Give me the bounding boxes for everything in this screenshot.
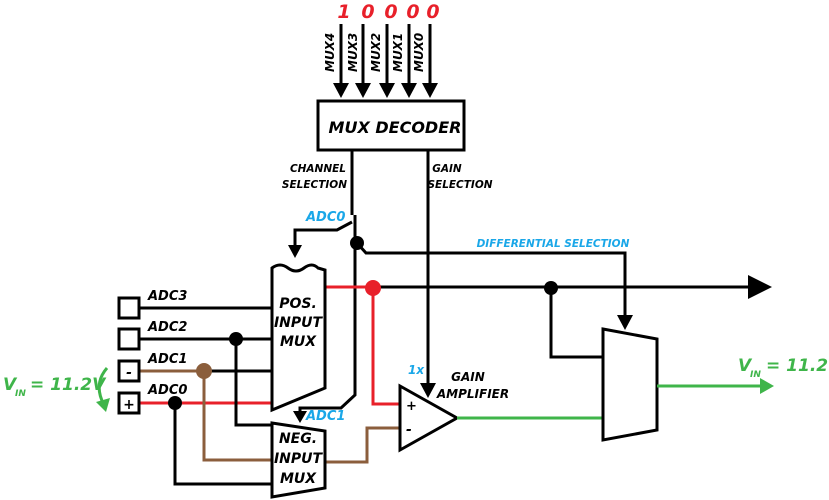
gain-amp-label-2: AMPLIFIER	[436, 387, 509, 401]
adc2-label: ADC2	[147, 320, 187, 335]
gain-amplifier: + - GAIN AMPLIFIER	[398, 370, 509, 453]
label-mux4: MUX4	[323, 33, 337, 72]
bus-to-diff-mux-wire	[549, 288, 603, 359]
neg-input-mux: NEG. INPUT MUX	[270, 421, 327, 499]
differential-output-mux	[601, 327, 659, 442]
vin-input-label: V IN = 11.2V	[3, 375, 107, 399]
adc2-junction-dot	[229, 332, 243, 346]
terminal-adc0: + ADC0	[117, 383, 187, 415]
channel-selection-label-2: SELECTION	[282, 179, 347, 191]
gain-amp-label-1: GAIN	[451, 370, 485, 384]
mux-decoder-block: MUX DECODER	[316, 99, 466, 152]
terminal-adc3: ADC3	[117, 289, 187, 320]
mux-decoder-label: MUX DECODER	[329, 118, 462, 137]
amp-minus-pin: -	[406, 422, 412, 438]
gain-value-label: 1x	[408, 363, 425, 377]
label-mux1: MUX1	[391, 33, 405, 72]
gain-selection-label-2: SELECTION	[427, 179, 492, 191]
channel-selection-label-1: CHANNEL	[290, 163, 346, 175]
arrow-mux0	[422, 24, 438, 98]
differential-selection-label: DIFFERENTIAL SELECTION	[477, 238, 630, 250]
adc0-terminal-sign: +	[123, 397, 135, 413]
mux-labels: MUX4 MUX3 MUX2 MUX1 MUX0	[323, 33, 426, 72]
bit-mux0: 0	[426, 1, 439, 23]
bit-mux2: 0	[384, 1, 397, 23]
terminal-adc1: - ADC1	[117, 352, 187, 383]
arrow-mux4	[333, 24, 349, 98]
negative-path	[139, 369, 400, 464]
adc1-terminal-sign: -	[126, 365, 132, 381]
label-mux3: MUX3	[346, 33, 360, 72]
arrow-mux3	[355, 24, 371, 98]
vin-input-value: = 11.2V	[30, 375, 107, 395]
amp-plus-pin: +	[406, 399, 417, 414]
mux-input-arrows	[333, 24, 438, 98]
adc0-junction-dot	[168, 396, 182, 410]
bit-mux1: 0	[406, 1, 419, 23]
bit-mux4: 1	[337, 1, 350, 23]
pos-input-mux: POS. INPUT MUX	[270, 263, 327, 413]
input-terminals: ADC3 ADC2 - ADC1 + ADC0	[117, 289, 187, 415]
mux-bit-values: 1 0 0 0 0	[337, 1, 439, 23]
vin-output-symbol: V	[738, 356, 753, 376]
bit-mux3: 0	[361, 1, 374, 23]
vin-input-subscript: IN	[15, 389, 26, 399]
adc1-junction-dot	[196, 363, 212, 379]
positive-junction-dot	[365, 280, 381, 296]
neg-mux-label-3: MUX	[280, 471, 317, 487]
neg-mux-label-2: INPUT	[274, 451, 324, 467]
main-output-bus	[373, 275, 772, 299]
pos-mux-label-3: MUX	[280, 334, 317, 350]
adc1-label: ADC1	[147, 352, 187, 367]
vin-input-curved-arrow	[96, 367, 110, 412]
input-wires	[139, 306, 272, 486]
arrow-mux2	[379, 24, 395, 98]
vin-output-label: V IN = 11.2V	[738, 356, 829, 380]
final-output-arrow	[657, 378, 774, 394]
pos-mux-label-1: POS.	[279, 296, 317, 312]
adc0-label: ADC0	[147, 383, 187, 398]
adc3-label: ADC3	[147, 289, 187, 304]
gain-selection-wire	[420, 150, 436, 398]
adc0-select-label: ADC0	[305, 210, 345, 225]
channel-selection-wire	[288, 150, 357, 423]
vin-input-symbol: V	[3, 375, 18, 395]
label-mux0: MUX0	[412, 33, 426, 72]
neg-mux-label-1: NEG.	[279, 431, 317, 447]
label-mux2: MUX2	[369, 33, 383, 72]
pos-mux-label-2: INPUT	[274, 315, 324, 331]
gain-selection-label-1: GAIN	[432, 163, 462, 175]
adc1-select-label: ADC1	[305, 409, 345, 424]
vin-output-subscript: IN	[750, 370, 761, 380]
terminal-adc2: ADC2	[117, 320, 187, 351]
arrow-mux1	[401, 24, 417, 98]
vin-output-value: = 11.2V	[766, 356, 829, 376]
